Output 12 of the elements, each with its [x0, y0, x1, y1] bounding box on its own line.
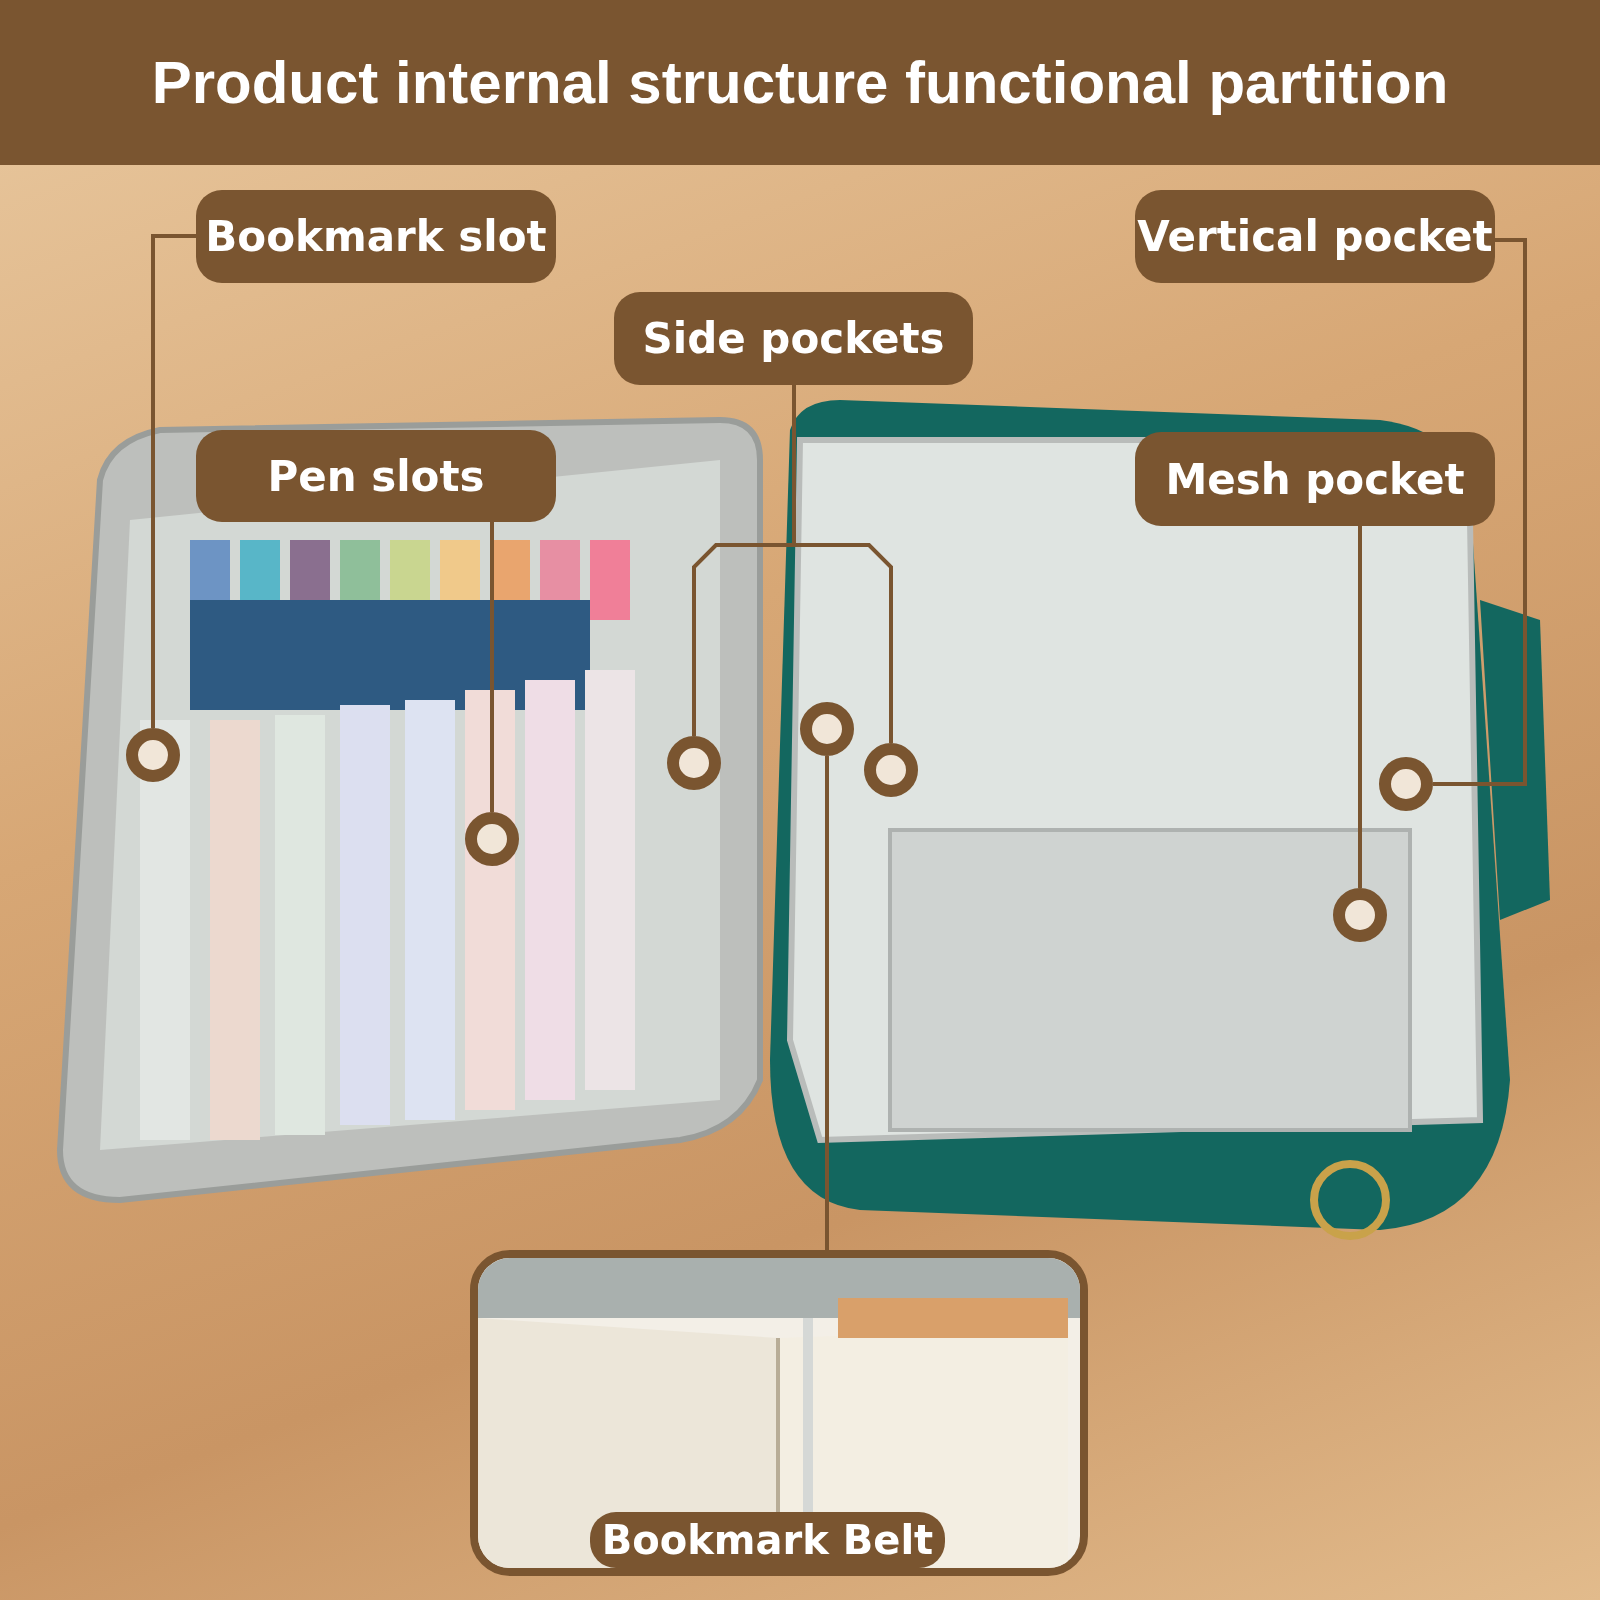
callout-label: Vertical pocket — [1135, 190, 1495, 283]
title: Product internal structure functional partition — [0, 0, 1600, 165]
leader-line — [490, 522, 494, 812]
leader-line — [1358, 526, 1362, 888]
callout-label: Mesh pocket — [1135, 432, 1495, 526]
callout-label: Side pockets — [614, 292, 973, 385]
leader-line — [151, 234, 196, 728]
callout-label: Bookmark slot — [196, 190, 556, 283]
leader-line — [825, 756, 829, 1250]
leader-line — [1433, 238, 1527, 786]
callout-label: Bookmark Belt — [590, 1512, 945, 1568]
callout-label: Pen slots — [196, 430, 556, 522]
